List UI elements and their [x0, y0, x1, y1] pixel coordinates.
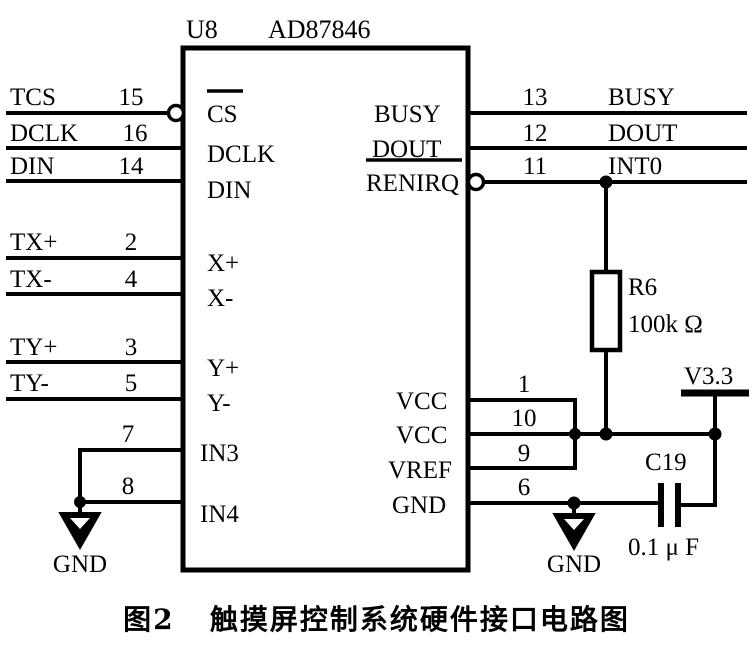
net-label-txn: TX-: [10, 266, 52, 293]
inversion-bubble-cs: [166, 103, 186, 123]
power-rail-v33-label: V3.3: [684, 363, 733, 390]
capacitor-C19-ref: C19: [645, 449, 687, 476]
pin-name-din: DIN: [207, 177, 251, 204]
resistor-R6: [589, 269, 623, 353]
resistor-R6-value: 100k Ω: [628, 311, 703, 338]
net-label-txp: TX+: [10, 229, 57, 256]
pin-name-dout: DOUT: [372, 136, 441, 163]
resistor-R6-ref: R6: [628, 274, 657, 301]
ground-symbol-left-notch: [70, 518, 90, 529]
pin-number-16: 16: [123, 120, 148, 147]
pin-name-xn: X-: [207, 285, 233, 312]
ic-partnumber-label: AD87846: [268, 15, 371, 44]
ground-label-right: GND: [547, 551, 601, 578]
wire-vcc-pin1: [466, 398, 577, 435]
net-label-din: DIN: [10, 153, 54, 180]
pin-name-vcc10: VCC: [396, 422, 447, 449]
pin-name-vcc1: VCC: [396, 388, 447, 415]
pin-number-3: 3: [125, 334, 138, 361]
pin-name-in4: IN4: [200, 501, 239, 528]
ground-symbol-left: [58, 512, 102, 551]
pin-name-renirq: RENIRQ: [366, 170, 459, 197]
pin-number-11: 11: [523, 153, 547, 180]
wire-v33-to-c19: [677, 432, 717, 507]
net-label-typ: TY+: [10, 334, 57, 361]
ground-label-left: GND: [53, 551, 107, 578]
junction-vcc-bus: [569, 428, 581, 440]
figure-caption: 图2 触摸屏控制系统硬件接口电路图: [123, 603, 630, 636]
net-label-dclk: DCLK: [10, 120, 78, 147]
ground-symbol-right: [552, 513, 596, 552]
net-label-tcs: TCS: [10, 84, 56, 111]
ic-body-U8: [180, 45, 471, 573]
pin-name-yn: Y-: [207, 390, 231, 417]
pin-number-7: 7: [122, 421, 135, 448]
pin-number-5: 5: [125, 370, 138, 397]
net-label-tyn: TY-: [10, 370, 49, 397]
pin-number-14: 14: [119, 153, 145, 180]
net-label-busy: BUSY: [608, 84, 675, 111]
junction-vcc-r6: [599, 427, 613, 441]
capacitor-C19-value: 0.1 μ F: [628, 534, 699, 561]
pin-name-dclk: DCLK: [207, 141, 275, 168]
pin-number-15: 15: [119, 84, 144, 111]
pin-name-cs: CS: [207, 101, 238, 128]
pin-name-in3: IN3: [200, 440, 239, 467]
pin-name-vref: VREF: [388, 457, 452, 484]
wire-in3-to-gnd: [78, 448, 185, 504]
pin-name-gnd: GND: [392, 492, 446, 519]
pin-number-9: 9: [518, 440, 531, 467]
pin-number-13: 13: [523, 84, 548, 111]
pin-number-8: 8: [122, 473, 135, 500]
pin-number-6: 6: [518, 474, 531, 501]
pin-name-xp: X+: [207, 250, 239, 277]
pin-number-12: 12: [523, 120, 548, 147]
pin-number-2: 2: [125, 229, 138, 256]
pin-number-4: 4: [125, 266, 138, 293]
ic-designator-label: U8: [186, 15, 218, 44]
pin-number-1: 1: [518, 371, 531, 398]
ground-symbol-right-notch: [564, 519, 584, 530]
pin-name-busy: BUSY: [374, 101, 441, 128]
wire-vref-pin9: [466, 432, 577, 470]
net-label-int0: INT0: [608, 153, 662, 180]
net-label-dout: DOUT: [608, 120, 677, 147]
inversion-bubble-renirq: [466, 172, 486, 192]
pin-number-10: 10: [512, 405, 537, 432]
pin-name-yp: Y+: [207, 355, 239, 382]
